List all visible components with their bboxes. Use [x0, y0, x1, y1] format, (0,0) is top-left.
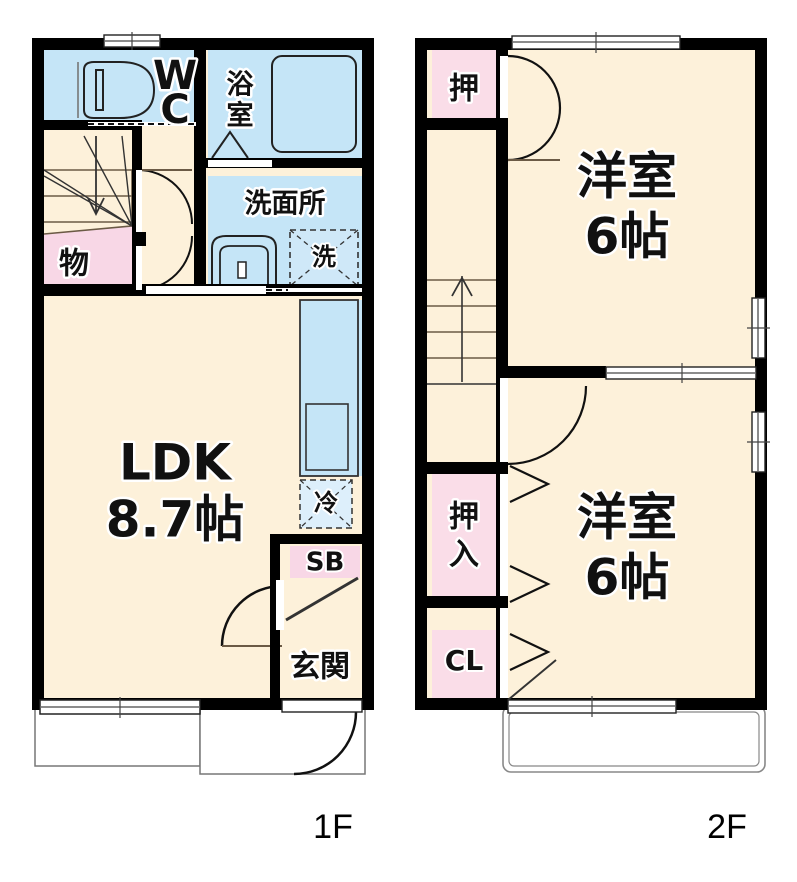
floor-tag-1f: 1F — [313, 808, 353, 846]
labels-1f: W C 浴 室 洗面所 洗 物 LDK 8.7帖 冷 SB 玄関 — [57, 51, 353, 688]
floor-plan-1f: W C 浴 室 洗面所 洗 物 LDK 8.7帖 冷 SB 玄関 1F — [32, 32, 374, 846]
label-room1-size: 6帖 — [585, 208, 670, 266]
window-right-lower — [747, 411, 770, 473]
staircase-2f — [427, 276, 496, 385]
washer-slot — [289, 229, 359, 287]
label-wc-line1: W — [153, 53, 197, 99]
entrance-step-line — [285, 576, 359, 622]
window-right-upper — [747, 297, 770, 359]
walls-2f — [415, 38, 767, 710]
label-room2: 洋室 — [577, 489, 677, 547]
entrance-door-swing-outer — [293, 711, 358, 776]
closet-cl-floor — [432, 630, 496, 700]
closet-door-chevrons — [509, 465, 551, 671]
label-closet-oshiire-1: 押 — [449, 500, 479, 535]
label-ldk-size: 8.7帖 — [106, 491, 245, 549]
window-bottom-ldk — [39, 697, 201, 718]
staircase-1f — [43, 135, 133, 235]
washbasin-fixture — [211, 235, 277, 290]
balcony-step-line — [507, 659, 557, 701]
floor-plan-2f: 押 洋室 6帖 押 入 CL 洋室 6帖 2F — [415, 32, 770, 846]
closet-oshiire-floor — [432, 474, 496, 596]
label-room2-size: 6帖 — [585, 549, 670, 607]
door-swing-room2 — [507, 385, 588, 466]
label-storage: 物 — [59, 247, 89, 282]
bathroom-door-icon — [211, 130, 249, 159]
label-wc-line2: C — [160, 87, 189, 133]
fridge-slot — [299, 479, 353, 529]
door-swing-room1 — [507, 54, 562, 162]
window-bottom-balcony — [507, 696, 677, 717]
bath-sill — [208, 160, 272, 167]
fixtures-2f — [427, 54, 588, 671]
balcony — [502, 705, 766, 773]
label-washer: 洗 — [312, 243, 336, 271]
label-bathroom-2: 室 — [227, 100, 254, 132]
window-top-room1 — [511, 32, 681, 53]
toilet-fixture — [77, 61, 156, 119]
label-closet-oshi: 押 — [449, 72, 479, 107]
label-washroom: 洗面所 — [245, 189, 326, 220]
hall-ldk-opening — [146, 286, 266, 294]
shoe-box-floor — [290, 546, 360, 578]
labels-2f: 押 洋室 6帖 押 入 CL 洋室 6帖 — [443, 69, 680, 679]
window-top-wc — [103, 32, 161, 50]
window-room-divider — [605, 363, 757, 383]
bathtub-fixture — [271, 55, 357, 153]
storage-floor — [44, 226, 132, 292]
windows-2f — [507, 32, 770, 717]
label-ldk: LDK — [119, 434, 233, 492]
label-fridge: 冷 — [314, 489, 338, 517]
label-shoe-box: SB — [306, 548, 345, 578]
exterior-outlines-1f — [34, 705, 366, 776]
kitchen-counter — [299, 299, 359, 477]
kitchen-counter-floor — [300, 300, 364, 476]
label-entrance: 玄関 — [290, 650, 350, 685]
label-closet-oshiire-2: 入 — [449, 538, 479, 573]
windows-1f — [39, 32, 363, 718]
label-bathroom-1: 浴 — [227, 70, 255, 101]
label-room1: 洋室 — [577, 148, 677, 206]
floor-tag-2f: 2F — [707, 808, 747, 846]
fixtures-1f — [43, 55, 359, 647]
label-closet-cl: CL — [445, 644, 484, 677]
closet-oshi-floor — [432, 48, 496, 120]
entrance-door-opening — [281, 699, 363, 713]
